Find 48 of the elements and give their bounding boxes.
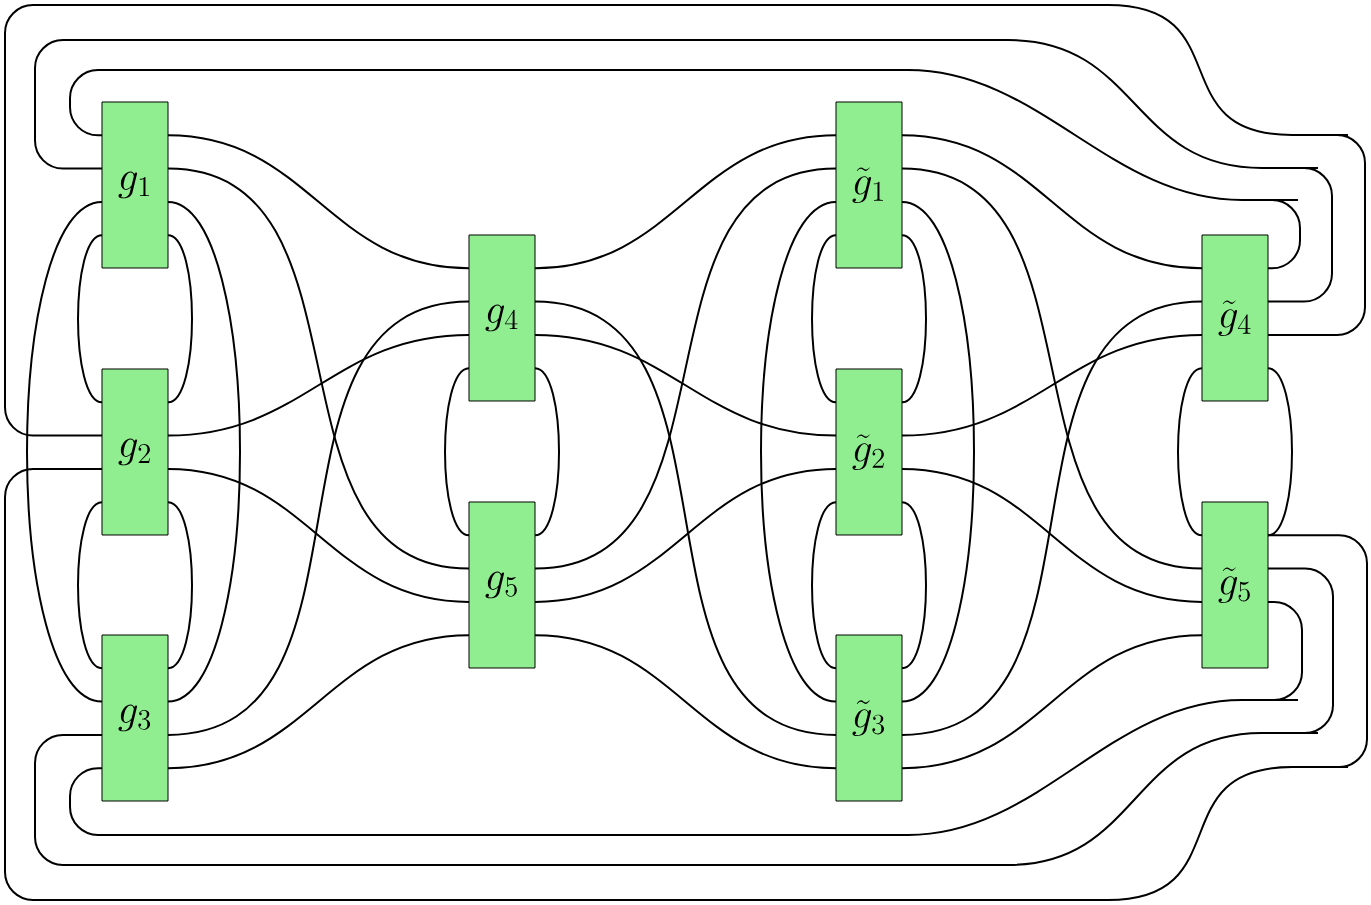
wire [34, 39, 1333, 303]
wire [34, 567, 1334, 866]
wire [77, 234, 103, 404]
wire [77, 501, 103, 670]
wire [69, 69, 1301, 270]
tensor-box: $\tilde{g}_2$ [835, 368, 903, 536]
tensor-box: $\tilde{g}_4$ [1201, 234, 1269, 402]
tensor-box: $g_5$ [468, 501, 536, 669]
tensor-box: $\tilde{g}_3$ [835, 634, 903, 802]
wire [534, 333, 837, 437]
wire [167, 467, 470, 603]
wire [534, 167, 837, 570]
wire [26, 200, 103, 703]
wire [444, 367, 470, 537]
wire [1177, 367, 1203, 537]
wire [167, 634, 470, 770]
tensor-box: $\tilde{g}_1$ [835, 101, 903, 269]
tensor-box: $\tilde{g}_5$ [1201, 501, 1269, 669]
wire [534, 300, 837, 736]
tensor-box: $g_4$ [468, 234, 536, 402]
wire [167, 333, 470, 437]
wire [534, 367, 560, 537]
wire [534, 134, 837, 270]
tensor-box: $g_3$ [101, 634, 169, 802]
wire [901, 234, 927, 404]
wire [1267, 367, 1293, 537]
wire [901, 300, 1203, 736]
wire [167, 134, 470, 270]
wire [167, 234, 193, 404]
wire [534, 634, 837, 770]
wire [901, 333, 1203, 437]
wire [167, 167, 470, 570]
wire [760, 200, 837, 703]
tensor-box: $g_2$ [101, 368, 169, 536]
tensor-box: $g_1$ [101, 101, 169, 269]
wire [4, 467, 1368, 901]
wire [167, 501, 193, 670]
wire [811, 234, 837, 404]
wire [901, 167, 1203, 570]
wire [167, 300, 470, 736]
wire [901, 501, 927, 670]
wire [901, 467, 1203, 603]
wire [69, 600, 1303, 836]
wire [534, 467, 837, 603]
wire [901, 134, 1203, 270]
wire [4, 4, 1366, 437]
wire [901, 634, 1203, 770]
wire [811, 501, 837, 670]
